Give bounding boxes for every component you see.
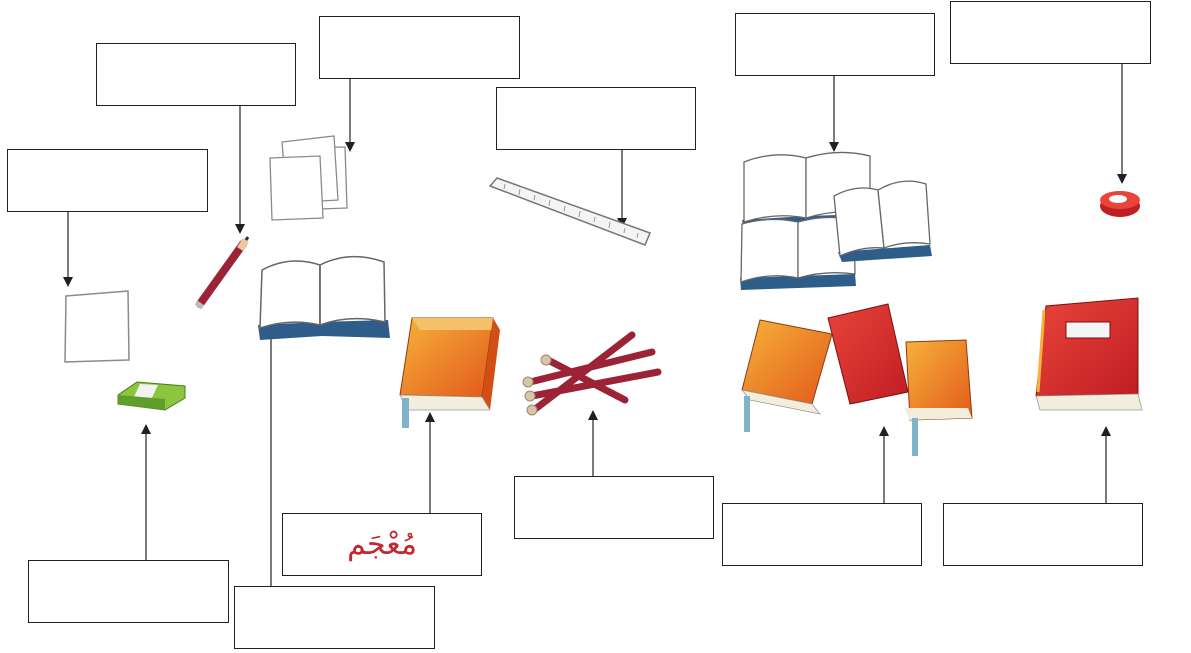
label-text <box>320 17 519 78</box>
label-box-paper[interactable] <box>96 43 296 106</box>
label-box-sharpener[interactable] <box>950 1 1151 64</box>
label-text <box>951 2 1150 63</box>
label-text <box>97 44 295 105</box>
label-text <box>515 477 713 538</box>
sharpener-icon <box>1100 191 1140 217</box>
pencils-icon <box>523 335 658 415</box>
eraser-icon <box>118 382 185 410</box>
label-box-dictionary[interactable]: مُعْجَم <box>282 513 482 576</box>
ruler-icon <box>490 178 650 245</box>
label-box-red-book[interactable] <box>943 503 1143 566</box>
label-box-sheets[interactable] <box>319 16 520 79</box>
blank-sheet-icon <box>65 291 129 362</box>
label-text <box>497 88 695 149</box>
label-text <box>723 504 921 565</box>
label-box-exercise-books[interactable] <box>735 13 935 76</box>
label-text <box>944 504 1142 565</box>
label-text <box>29 561 228 622</box>
label-text <box>8 150 207 211</box>
stacked-sheets-icon <box>270 136 347 220</box>
label-text-dictionary: مُعْجَم <box>283 514 481 575</box>
red-book-icon <box>1036 298 1142 410</box>
exercise-books-icon <box>740 152 932 290</box>
label-text <box>235 587 434 648</box>
label-box-books[interactable] <box>722 503 922 566</box>
open-book-icon <box>258 257 390 340</box>
dictionary-book-icon <box>400 318 500 428</box>
pencil-icon <box>198 237 248 307</box>
books-stack-icon <box>742 304 972 456</box>
label-box-ruler[interactable] <box>496 87 696 150</box>
label-text <box>736 14 934 75</box>
label-box-eraser[interactable] <box>28 560 229 623</box>
label-box-notebook[interactable] <box>7 149 208 212</box>
label-box-pencils[interactable] <box>514 476 714 539</box>
label-box-open-book[interactable] <box>234 586 435 649</box>
